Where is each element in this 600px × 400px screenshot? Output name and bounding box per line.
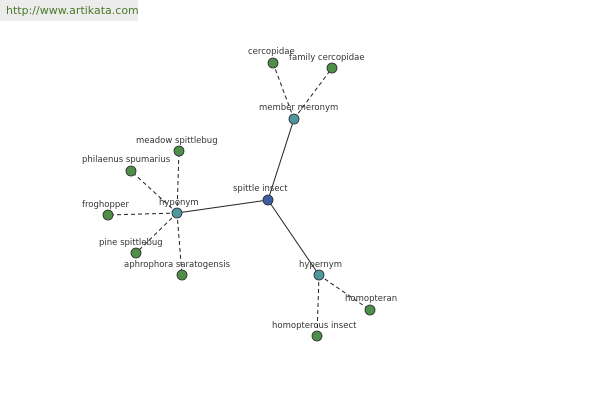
node-family-cercopidae[interactable] — [326, 62, 338, 74]
node-homopteran[interactable] — [364, 304, 376, 316]
edge-hyponym-pine-spittlebug — [135, 212, 178, 254]
label-spittle-insect: spittle insect — [233, 184, 288, 194]
node-cercopidae[interactable] — [267, 57, 279, 69]
label-philaenus-spumarius: philaenus spumarius — [82, 155, 171, 165]
label-cercopidae: cercopidae — [248, 47, 295, 57]
label-hypernym: hypernym — [299, 260, 342, 270]
label-aphrophora-saratogensis: aphrophora saratogensis — [124, 260, 231, 270]
label-homopteran: homopteran — [345, 294, 397, 304]
node-homopterous-insect[interactable] — [311, 330, 323, 342]
edge-hyponym-philaenus-spumarius — [130, 170, 178, 214]
label-homopterous-insect: homopterous insect — [272, 321, 357, 331]
node-hyponym[interactable] — [171, 207, 183, 219]
edge-hypernym-homopteran — [318, 274, 371, 311]
label-meadow-spittlebug: meadow spittlebug — [136, 136, 218, 146]
edge-hyponym-aphrophora-saratogensis — [176, 212, 183, 276]
label-froghopper: froghopper — [82, 200, 130, 210]
node-philaenus-spumarius[interactable] — [125, 165, 137, 177]
edge-center-member-meronym — [267, 118, 295, 201]
edge-center-hyponym — [176, 199, 269, 214]
edge-member-meronym-cercopidae — [272, 62, 295, 120]
source-url[interactable]: http://www.artikata.com — [0, 0, 139, 21]
node-meadow-spittlebug[interactable] — [173, 145, 185, 157]
node-pine-spittlebug[interactable] — [130, 247, 142, 259]
edge-hypernym-homopterous-insect — [316, 274, 320, 337]
node-aphrophora-saratogensis[interactable] — [176, 269, 188, 281]
edge-hyponym-meadow-spittlebug — [176, 150, 180, 214]
edge-center-hypernym — [267, 199, 320, 276]
edge-hyponym-froghopper — [107, 212, 178, 216]
node-hypernym[interactable] — [313, 269, 325, 281]
node-froghopper[interactable] — [102, 209, 114, 221]
label-pine-spittlebug: pine spittlebug — [99, 238, 163, 248]
label-hyponym: hyponym — [159, 198, 199, 208]
node-spittle-insect[interactable] — [262, 194, 274, 206]
label-family-cercopidae: family cercopidae — [289, 53, 365, 63]
label-member-meronym: member meronym — [259, 103, 338, 113]
node-member-meronym[interactable] — [288, 113, 300, 125]
edge-member-meronym-family-cercopidae — [293, 67, 333, 120]
